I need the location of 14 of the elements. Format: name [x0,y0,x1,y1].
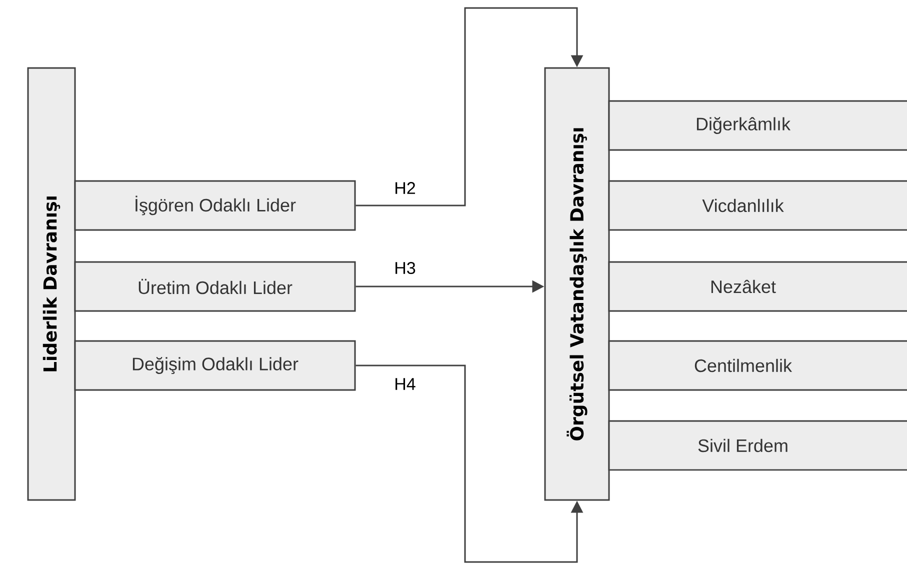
edge-label: H4 [393,377,417,391]
edge-label: H3 [393,260,417,275]
vertical-box: Örgütsel Vatandaşlık Davranışı [544,67,610,501]
dimension-box: Centilmenlik [608,340,907,391]
vertical-box: Liderlik Davranışı [27,67,76,501]
dimension-box: Diğerkâmlık [608,100,907,151]
dimension-box: Sivil Erdem [608,420,907,471]
arrow [356,7,584,206]
leader-box: Üretim Odaklı Lider [74,261,356,312]
edge-label: H2 [393,181,417,195]
leader-box: İşgören Odaklı Lider [74,180,356,231]
leader-box: Değişim Odaklı Lider [74,340,356,391]
dimension-box: Vicdanlılık [608,180,907,231]
dimension-box: Nezâket [608,261,907,312]
